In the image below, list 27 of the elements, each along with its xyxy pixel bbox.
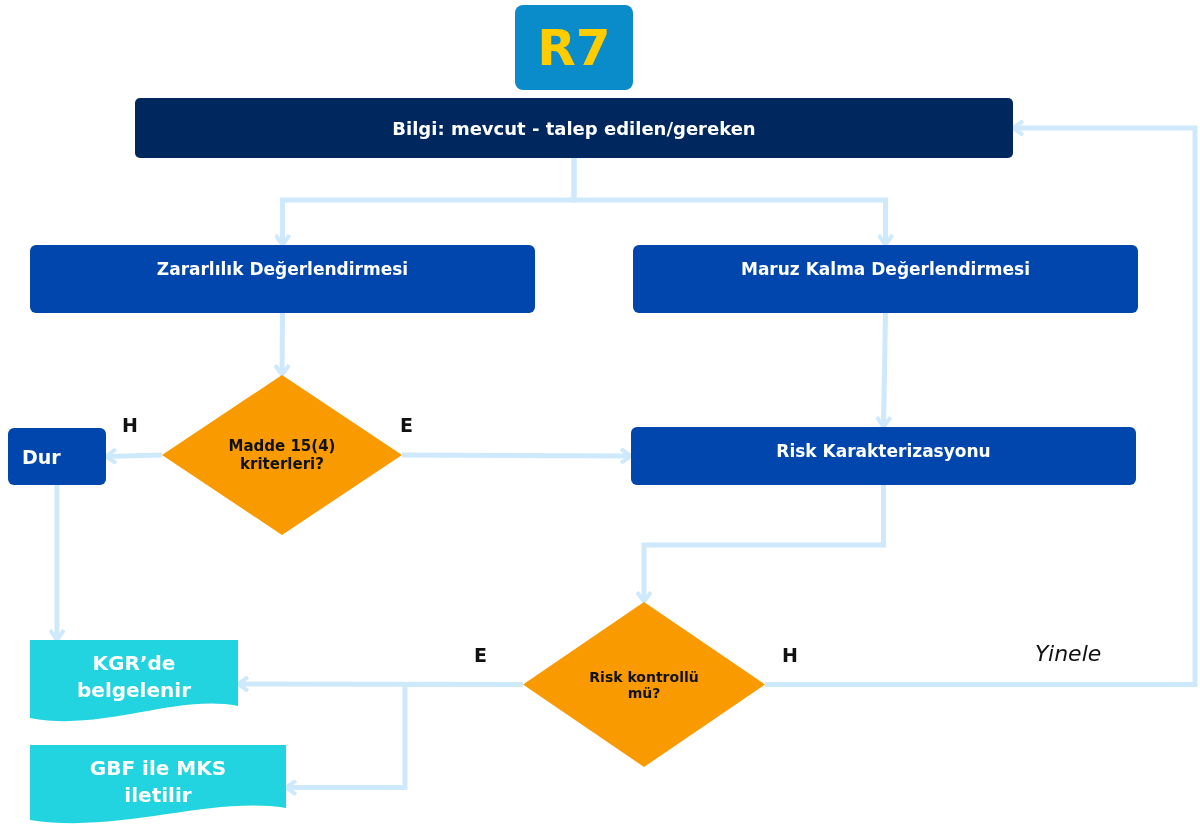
- node-text: GBF ile MKS iletilir: [88, 755, 228, 809]
- connector-arrow: [48, 485, 66, 642]
- node-text: Bilgi: mevcut - talep edilen/gereken: [392, 117, 756, 139]
- connector-arrow: [402, 446, 633, 465]
- node-text: Dur: [22, 445, 61, 468]
- process-box: [8, 428, 106, 485]
- node-text: Risk kontrollü mü?: [588, 668, 700, 701]
- connector-arrow: [765, 119, 1198, 687]
- node-text: Maruz Kalma Değerlendirmesi: [741, 259, 1030, 279]
- node-text: Madde 15(4) kriterleri?: [227, 437, 337, 473]
- process-box: [135, 98, 1013, 158]
- node-text: Risk Karakterizasyonu: [776, 441, 991, 461]
- title-badge: [515, 5, 633, 90]
- node-text: KGR’de belgelenir: [76, 650, 192, 704]
- connector-arrow: [874, 312, 893, 429]
- node-text: Zararlılık Değerlendirmesi: [156, 259, 409, 279]
- connector-arrow: [635, 485, 886, 604]
- connector-arrow: [273, 313, 292, 377]
- process-box: [633, 245, 1138, 313]
- node-text: R7: [537, 18, 611, 77]
- decision-diamond: [523, 602, 765, 767]
- process-box: [631, 427, 1136, 485]
- decision-diamond: [162, 375, 402, 535]
- connector-arrow: [571, 158, 895, 247]
- loop-note: Yinele: [1035, 641, 1102, 666]
- connector-arrow: [104, 447, 163, 466]
- process-box: [30, 245, 535, 313]
